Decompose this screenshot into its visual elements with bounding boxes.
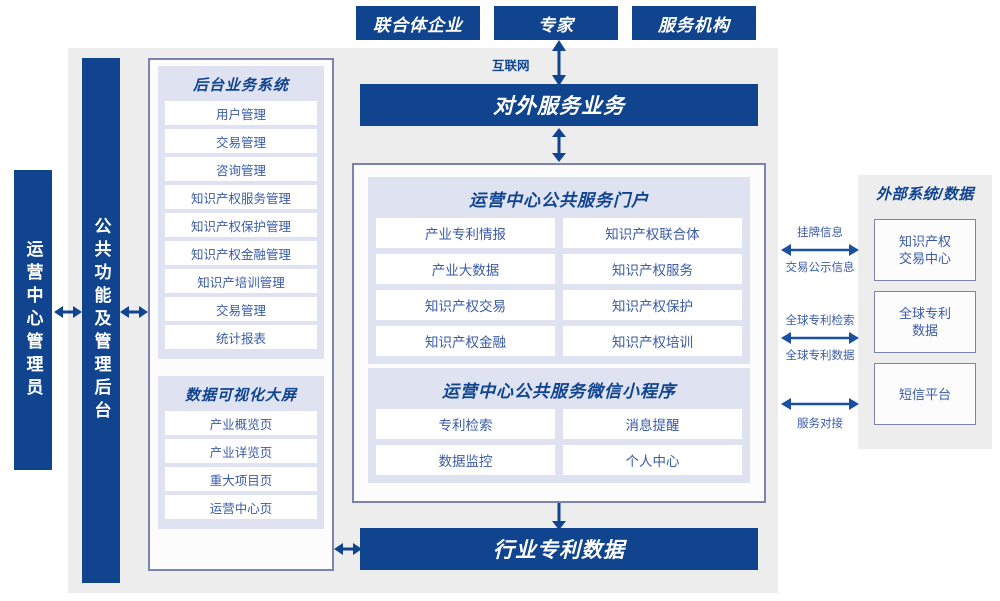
connector-portal-to-industry-data bbox=[548, 502, 570, 530]
industry-data-label: 行业专利数据 bbox=[493, 539, 625, 562]
external-box-label: 短信平台 bbox=[898, 386, 951, 402]
actor-label: 联合体企业 bbox=[373, 15, 463, 35]
list-item[interactable]: 运营中心页 bbox=[165, 495, 317, 519]
list-item[interactable]: 咨询管理 bbox=[165, 157, 317, 181]
miniprogram-cell[interactable]: 专利检索 bbox=[376, 409, 555, 439]
internet-label: 互联网 bbox=[492, 59, 530, 73]
list-item[interactable]: 知识产权保护管理 bbox=[165, 213, 317, 237]
portal-cell[interactable]: 知识产权交易 bbox=[376, 290, 555, 320]
backend-column: 后台业务系统 用户管理 交易管理 咨询管理 知识产权服务管理 知识产权保护管理 … bbox=[148, 58, 334, 571]
external-box-ip-trading-center[interactable]: 知识产权 交易中心 bbox=[874, 219, 976, 281]
connector-label-listing-info: 挂牌信息 bbox=[797, 227, 843, 239]
list-item[interactable]: 知识产权服务管理 bbox=[165, 185, 317, 209]
list-item[interactable]: 交易管理 bbox=[165, 129, 317, 153]
connector-label-global-patent-search: 全球专利检索 bbox=[785, 315, 855, 327]
actor-label: 服务机构 bbox=[658, 15, 730, 35]
list-item[interactable]: 用户管理 bbox=[165, 101, 317, 125]
connector-label-global-patent-data: 全球专利数据 bbox=[785, 350, 855, 362]
wechat-miniprogram-group: 运营中心公共服务微信小程序 专利检索 消息提醒 数据监控 个人中心 bbox=[368, 368, 750, 483]
connector-global-patent bbox=[781, 330, 859, 346]
portal-cell[interactable]: 知识产权金融 bbox=[376, 326, 555, 356]
portal-cell[interactable]: 知识产权联合体 bbox=[563, 218, 742, 248]
connector-sms-platform bbox=[781, 396, 859, 412]
connector-admin-to-common bbox=[54, 303, 82, 321]
list-item[interactable]: 产业详览页 bbox=[165, 439, 317, 463]
connector-label-service-docking: 服务对接 bbox=[797, 418, 843, 430]
list-item[interactable]: 交易管理 bbox=[165, 297, 317, 321]
common-bar-label: 公共功能及管理后台 bbox=[91, 217, 111, 424]
connector-label-trade-disclosure: 交易公示信息 bbox=[785, 262, 855, 274]
public-service-portal-group: 运营中心公共服务门户 产业专利情报 知识产权联合体 产业大数据 知识产权服务 知… bbox=[368, 177, 750, 364]
external-box-global-patent-data[interactable]: 全球专利 数据 bbox=[874, 291, 976, 353]
actor-box-consortium[interactable]: 联合体企业 bbox=[356, 6, 480, 40]
connector-backend-to-industry-data bbox=[334, 540, 362, 558]
connector-common-to-backend bbox=[120, 303, 148, 321]
miniprogram-grid: 专利检索 消息提醒 数据监控 个人中心 bbox=[368, 409, 750, 475]
portal-cell[interactable]: 产业专利情报 bbox=[376, 218, 555, 248]
connector-ip-trading bbox=[781, 242, 859, 258]
industry-patent-data-bar[interactable]: 行业专利数据 bbox=[360, 528, 758, 570]
actor-label: 专家 bbox=[538, 15, 574, 35]
external-box-sms-platform[interactable]: 短信平台 bbox=[874, 363, 976, 425]
dashboard-panel-title: 数据可视化大屏 bbox=[184, 387, 297, 404]
external-service-bar[interactable]: 对外服务业务 bbox=[360, 84, 758, 126]
portal-cell[interactable]: 知识产权保护 bbox=[563, 290, 742, 320]
connector-service-to-portal bbox=[548, 128, 570, 162]
miniprogram-cell[interactable]: 消息提醒 bbox=[563, 409, 742, 439]
list-item[interactable]: 统计报表 bbox=[165, 325, 317, 349]
admin-bar-label: 运营中心管理员 bbox=[23, 239, 43, 401]
portal-cell[interactable]: 知识产权培训 bbox=[563, 326, 742, 356]
miniprogram-cell[interactable]: 个人中心 bbox=[563, 445, 742, 475]
external-box-label: 知识产权 交易中心 bbox=[898, 234, 951, 266]
list-item[interactable]: 知识产权金融管理 bbox=[165, 241, 317, 265]
list-item[interactable]: 产业概览页 bbox=[165, 411, 317, 435]
operation-center-admin-bar[interactable]: 运营中心管理员 bbox=[14, 170, 52, 470]
external-panel-title: 外部系统/数据 bbox=[876, 186, 974, 203]
external-service-label: 对外服务业务 bbox=[493, 95, 625, 118]
connector-internet bbox=[548, 40, 570, 86]
backend-business-panel: 后台业务系统 用户管理 交易管理 咨询管理 知识产权服务管理 知识产权保护管理 … bbox=[158, 66, 324, 359]
miniprogram-cell[interactable]: 数据监控 bbox=[376, 445, 555, 475]
portal-cell[interactable]: 知识产权服务 bbox=[563, 254, 742, 284]
list-item[interactable]: 知识产培训管理 bbox=[165, 269, 317, 293]
portal-cell[interactable]: 产业大数据 bbox=[376, 254, 555, 284]
portal-grid: 产业专利情报 知识产权联合体 产业大数据 知识产权服务 知识产权交易 知识产权保… bbox=[368, 218, 750, 356]
external-systems-panel: 外部系统/数据 知识产权 交易中心 全球专利 数据 短信平台 bbox=[858, 175, 992, 449]
portal-container: 运营中心公共服务门户 产业专利情报 知识产权联合体 产业大数据 知识产权服务 知… bbox=[352, 163, 766, 503]
actor-box-expert[interactable]: 专家 bbox=[494, 6, 618, 40]
external-box-label: 全球专利 数据 bbox=[898, 306, 951, 338]
common-function-admin-bar[interactable]: 公共功能及管理后台 bbox=[82, 58, 120, 583]
list-item[interactable]: 重大项目页 bbox=[165, 467, 317, 491]
backend-panel-title: 后台业务系统 bbox=[192, 77, 289, 94]
portal-group-title: 运营中心公共服务门户 bbox=[469, 191, 649, 210]
data-visualization-panel: 数据可视化大屏 产业概览页 产业详览页 重大项目页 运营中心页 bbox=[158, 376, 324, 529]
miniprogram-group-title: 运营中心公共服务微信小程序 bbox=[442, 382, 676, 401]
actor-box-service-org[interactable]: 服务机构 bbox=[632, 6, 756, 40]
